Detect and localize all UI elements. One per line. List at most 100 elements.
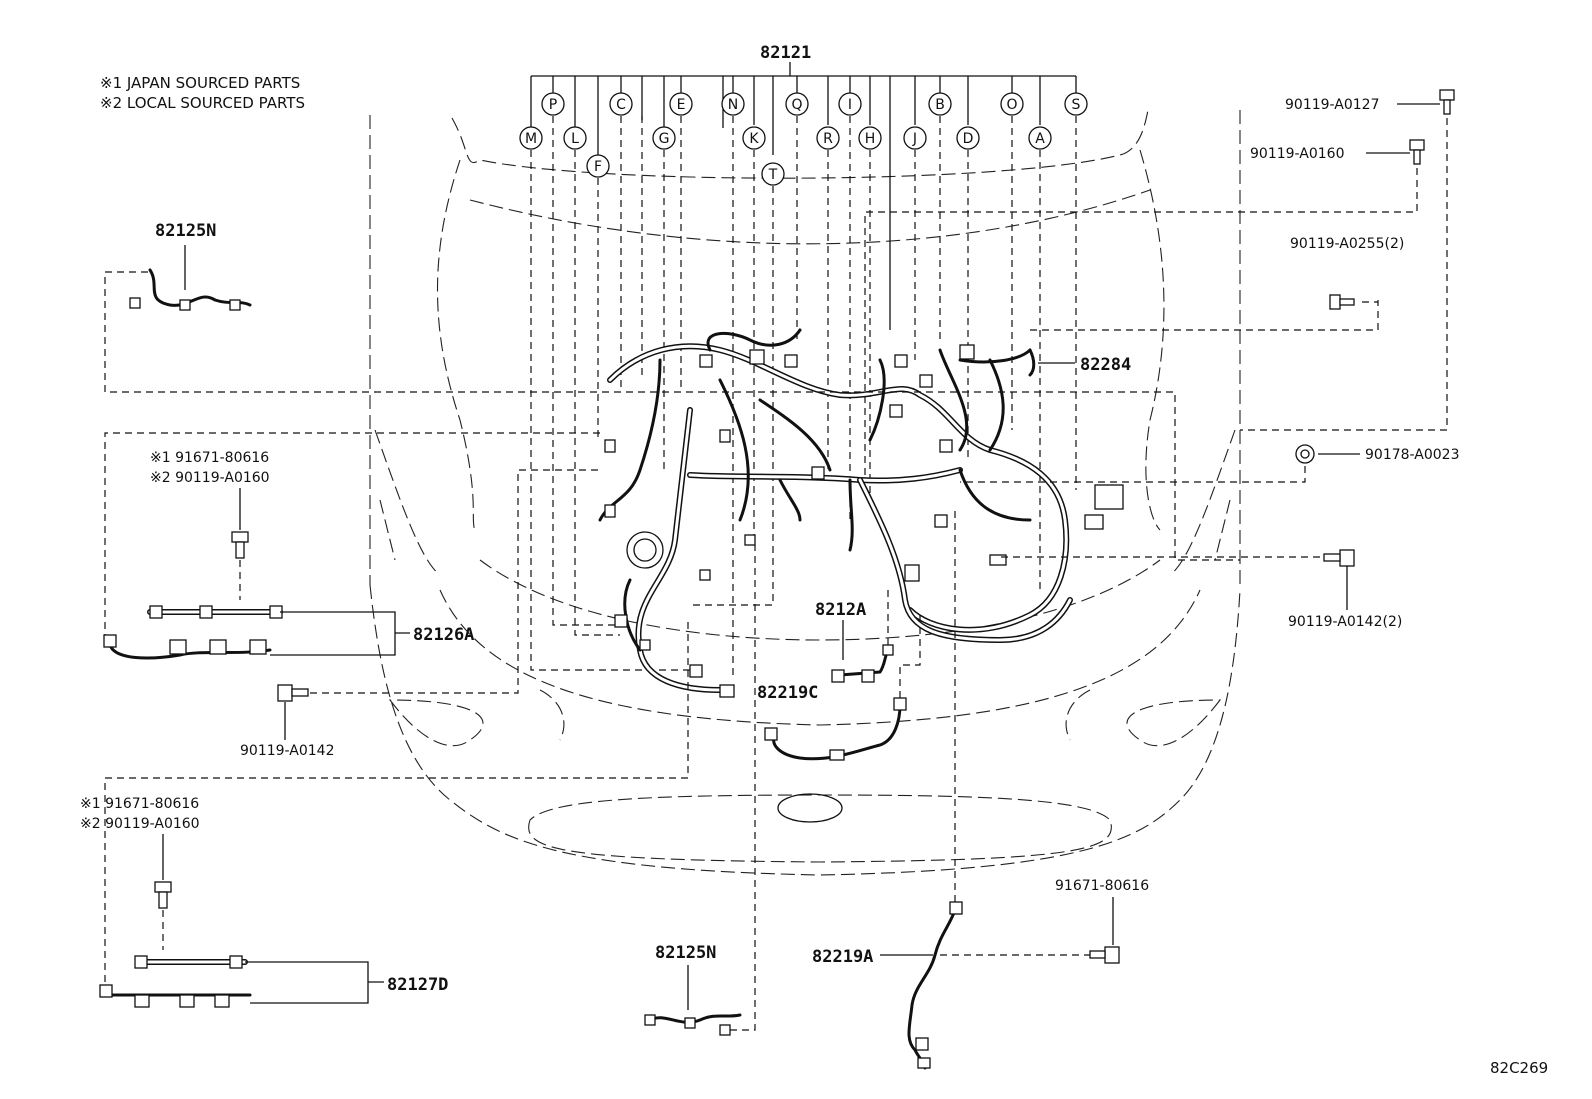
svg-text:B: B [935, 97, 945, 113]
label-82127D-opt2: ※2 90119-A0160 [80, 816, 200, 832]
connector-circle-A: A [1028, 126, 1052, 150]
svg-text:K: K [749, 131, 759, 147]
connector-leader-lines [530, 76, 1077, 330]
label-82125N-top: 82125N [155, 221, 216, 241]
leader-line-82125N-top [104, 271, 1240, 561]
svg-text:I: I [848, 97, 852, 113]
connector-circle-D: D [956, 126, 980, 150]
label-90119-A0160: 90119-A0160 [1250, 146, 1345, 162]
connector-circle-G: G [652, 126, 676, 150]
part-8212A [831, 644, 894, 683]
svg-text:C: C [616, 97, 626, 113]
leader-line-82127D-frame [104, 622, 689, 985]
label-82125N-bottom: 82125N [655, 943, 716, 963]
part-82125N-top [129, 268, 252, 311]
emblem-outline [777, 793, 843, 823]
part-82219A [907, 901, 963, 1070]
svg-text:L: L [571, 131, 579, 147]
nut-90178-A0023-icon [1295, 444, 1315, 464]
connector-circle-T: T [761, 162, 785, 186]
label-8212A: 8212A [815, 600, 866, 620]
diagram-code: 82C269 [1490, 1059, 1548, 1077]
connector-circle-S: S [1064, 92, 1088, 116]
svg-text:H: H [865, 131, 876, 147]
connector-circle-Q: Q [785, 92, 809, 116]
connector-circle-B: B [928, 92, 952, 116]
part-82125N-bottom [644, 1013, 742, 1036]
leader-line-90119-A0127 [1240, 118, 1448, 431]
part-82126A [103, 605, 283, 660]
connector-circle-N: N [721, 92, 745, 116]
leader-line-82126A-frame [104, 432, 600, 640]
label-82127D: 82127D [387, 975, 448, 995]
svg-text:G: G [659, 131, 670, 147]
bolt-90119-A0142-2-icon [1323, 549, 1355, 567]
leader-line-90119-A0160 [864, 168, 1418, 480]
bolt-90119-A0142-icon [277, 684, 309, 702]
engine-wire-harness-82121 [598, 328, 1124, 698]
label-82126A: 82126A [413, 625, 474, 645]
label-82126A-opt2: ※2 90119-A0160 [150, 470, 270, 486]
svg-text:A: A [1035, 131, 1045, 147]
svg-text:F: F [594, 159, 602, 175]
connector-circle-L: L [563, 126, 587, 150]
svg-text:R: R [823, 131, 833, 147]
svg-text:E: E [677, 97, 686, 113]
leader-line-82219C [899, 610, 921, 698]
connector-drop-lines [530, 116, 1077, 680]
part-82284 [1028, 348, 1036, 377]
connector-circle-J: J [903, 126, 927, 150]
part-82127D [99, 955, 252, 1008]
svg-text:D: D [963, 131, 974, 147]
leader-line-82125N-bottom [730, 545, 756, 1031]
label-90119-A0255: 90119-A0255(2) [1290, 236, 1404, 252]
svg-text:Q: Q [791, 97, 802, 113]
bracket-82126A [270, 611, 410, 656]
connector-circle-P: P [541, 92, 565, 116]
connector-circle-H: H [858, 126, 882, 150]
bolt-82127D-icon [154, 881, 172, 909]
label-82121: 82121 [760, 43, 811, 63]
label-82284: 82284 [1080, 355, 1131, 375]
svg-text:N: N [728, 97, 738, 113]
bolt-91671-80616-icon [1089, 946, 1120, 964]
label-82219C: 82219C [757, 683, 818, 703]
bracket-82121 [531, 62, 1076, 77]
connector-circle-I: I [838, 92, 862, 116]
connector-circle-R: R [816, 126, 840, 150]
svg-text:T: T [768, 167, 778, 183]
bolt-82126A-icon [231, 531, 249, 559]
leader-line-90178-A0023 [960, 466, 1306, 483]
label-90119-A0142: 90119-A0142 [240, 743, 335, 759]
svg-text:P: P [549, 97, 557, 113]
connector-circle-O: O [1000, 92, 1024, 116]
connector-circle-M: M [519, 126, 543, 150]
label-91671-80616: 91671-80616 [1055, 878, 1149, 894]
svg-text:S: S [1072, 97, 1081, 113]
label-82127D-opt1: ※1 91671-80616 [80, 796, 199, 812]
bracket-82127D [245, 961, 384, 1004]
leader-bolt-90119-A0255 [1030, 300, 1379, 331]
label-90119-A0142-2: 90119-A0142(2) [1288, 614, 1402, 630]
connector-circle-K: K [742, 126, 766, 150]
bolt-90119-A0127-icon [1439, 89, 1455, 115]
svg-text:M: M [525, 131, 537, 147]
connector-circle-F: F [586, 154, 610, 178]
bolt-90119-A0160-icon [1409, 139, 1425, 165]
note-local-sourced: ※2 LOCAL SOURCED PARTS [100, 94, 305, 112]
note-japan-sourced: ※1 JAPAN SOURCED PARTS [100, 74, 300, 92]
leader-line-90119-A0142 [310, 469, 600, 694]
connector-circle-E: E [669, 92, 693, 116]
label-90178-A0023: 90178-A0023 [1365, 447, 1460, 463]
leader-line-8212A [887, 589, 893, 645]
bolt-90119-A0255-icon [1329, 294, 1355, 310]
connector-circles: P C E N Q I B O S M L G K R H J D A F T [519, 92, 1088, 186]
connector-circle-C: C [609, 92, 633, 116]
svg-text:O: O [1006, 97, 1017, 113]
label-82126A-opt1: ※1 91671-80616 [150, 450, 269, 466]
svg-text:J: J [912, 131, 917, 147]
label-90119-A0127: 90119-A0127 [1285, 97, 1380, 113]
label-82219A: 82219A [812, 947, 873, 967]
part-82219C [764, 697, 907, 761]
